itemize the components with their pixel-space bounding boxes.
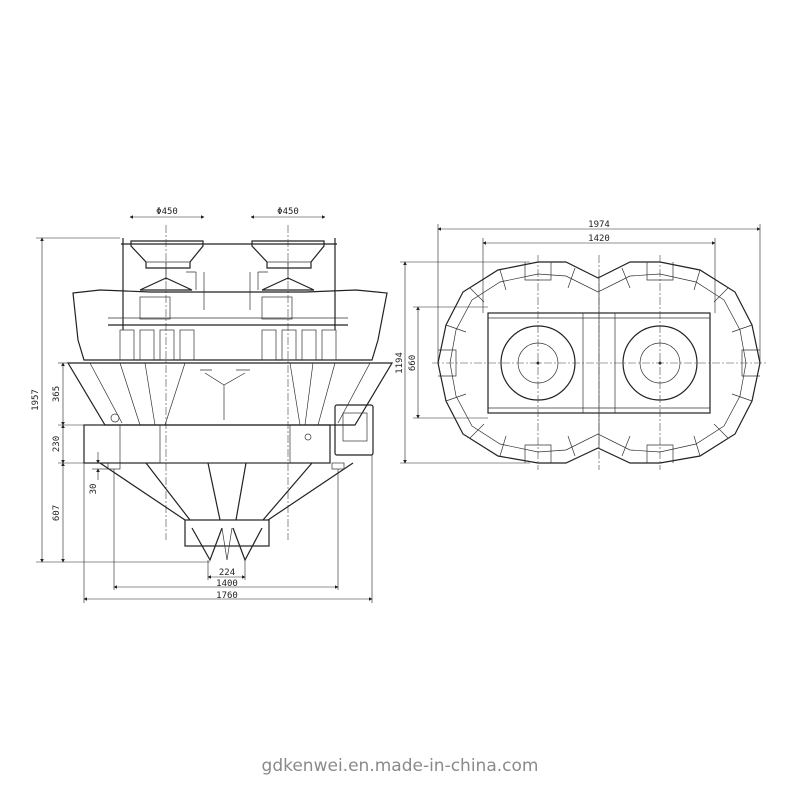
dim-hopper-left: Φ450: [156, 207, 178, 217]
main-frame: [83, 424, 331, 464]
right-hopper: [251, 240, 325, 269]
left-hopper: [130, 240, 204, 269]
dim-foot-span: 1400: [216, 579, 238, 589]
watermark: gdkenwei.en.made-in-china.com: [261, 756, 539, 776]
dim-top-frame-length: 1420: [588, 234, 610, 244]
dim-upper-section: 365: [52, 386, 62, 402]
control-panel: [334, 404, 374, 456]
dim-hopper-right: Φ450: [277, 207, 299, 217]
pool-hoppers: [119, 329, 337, 361]
front-view: Φ450 Φ450 1957 365 230 607 30 224 1400 1…: [31, 207, 394, 603]
dim-top-total-width: 1194: [395, 352, 405, 374]
dim-foot: 30: [89, 484, 99, 495]
dim-lower-section: 607: [52, 505, 62, 521]
dim-total-height: 1957: [31, 389, 41, 411]
dim-top-frame-width: 660: [408, 355, 418, 371]
top-view: 1974 1420 1194 660: [395, 220, 766, 470]
collecting-hopper: [184, 519, 270, 547]
dim-total-width: 1760: [216, 591, 238, 601]
dim-frame-height: 230: [52, 436, 62, 452]
dim-top-total-length: 1974: [588, 220, 610, 230]
dim-outlet: 224: [219, 568, 235, 578]
